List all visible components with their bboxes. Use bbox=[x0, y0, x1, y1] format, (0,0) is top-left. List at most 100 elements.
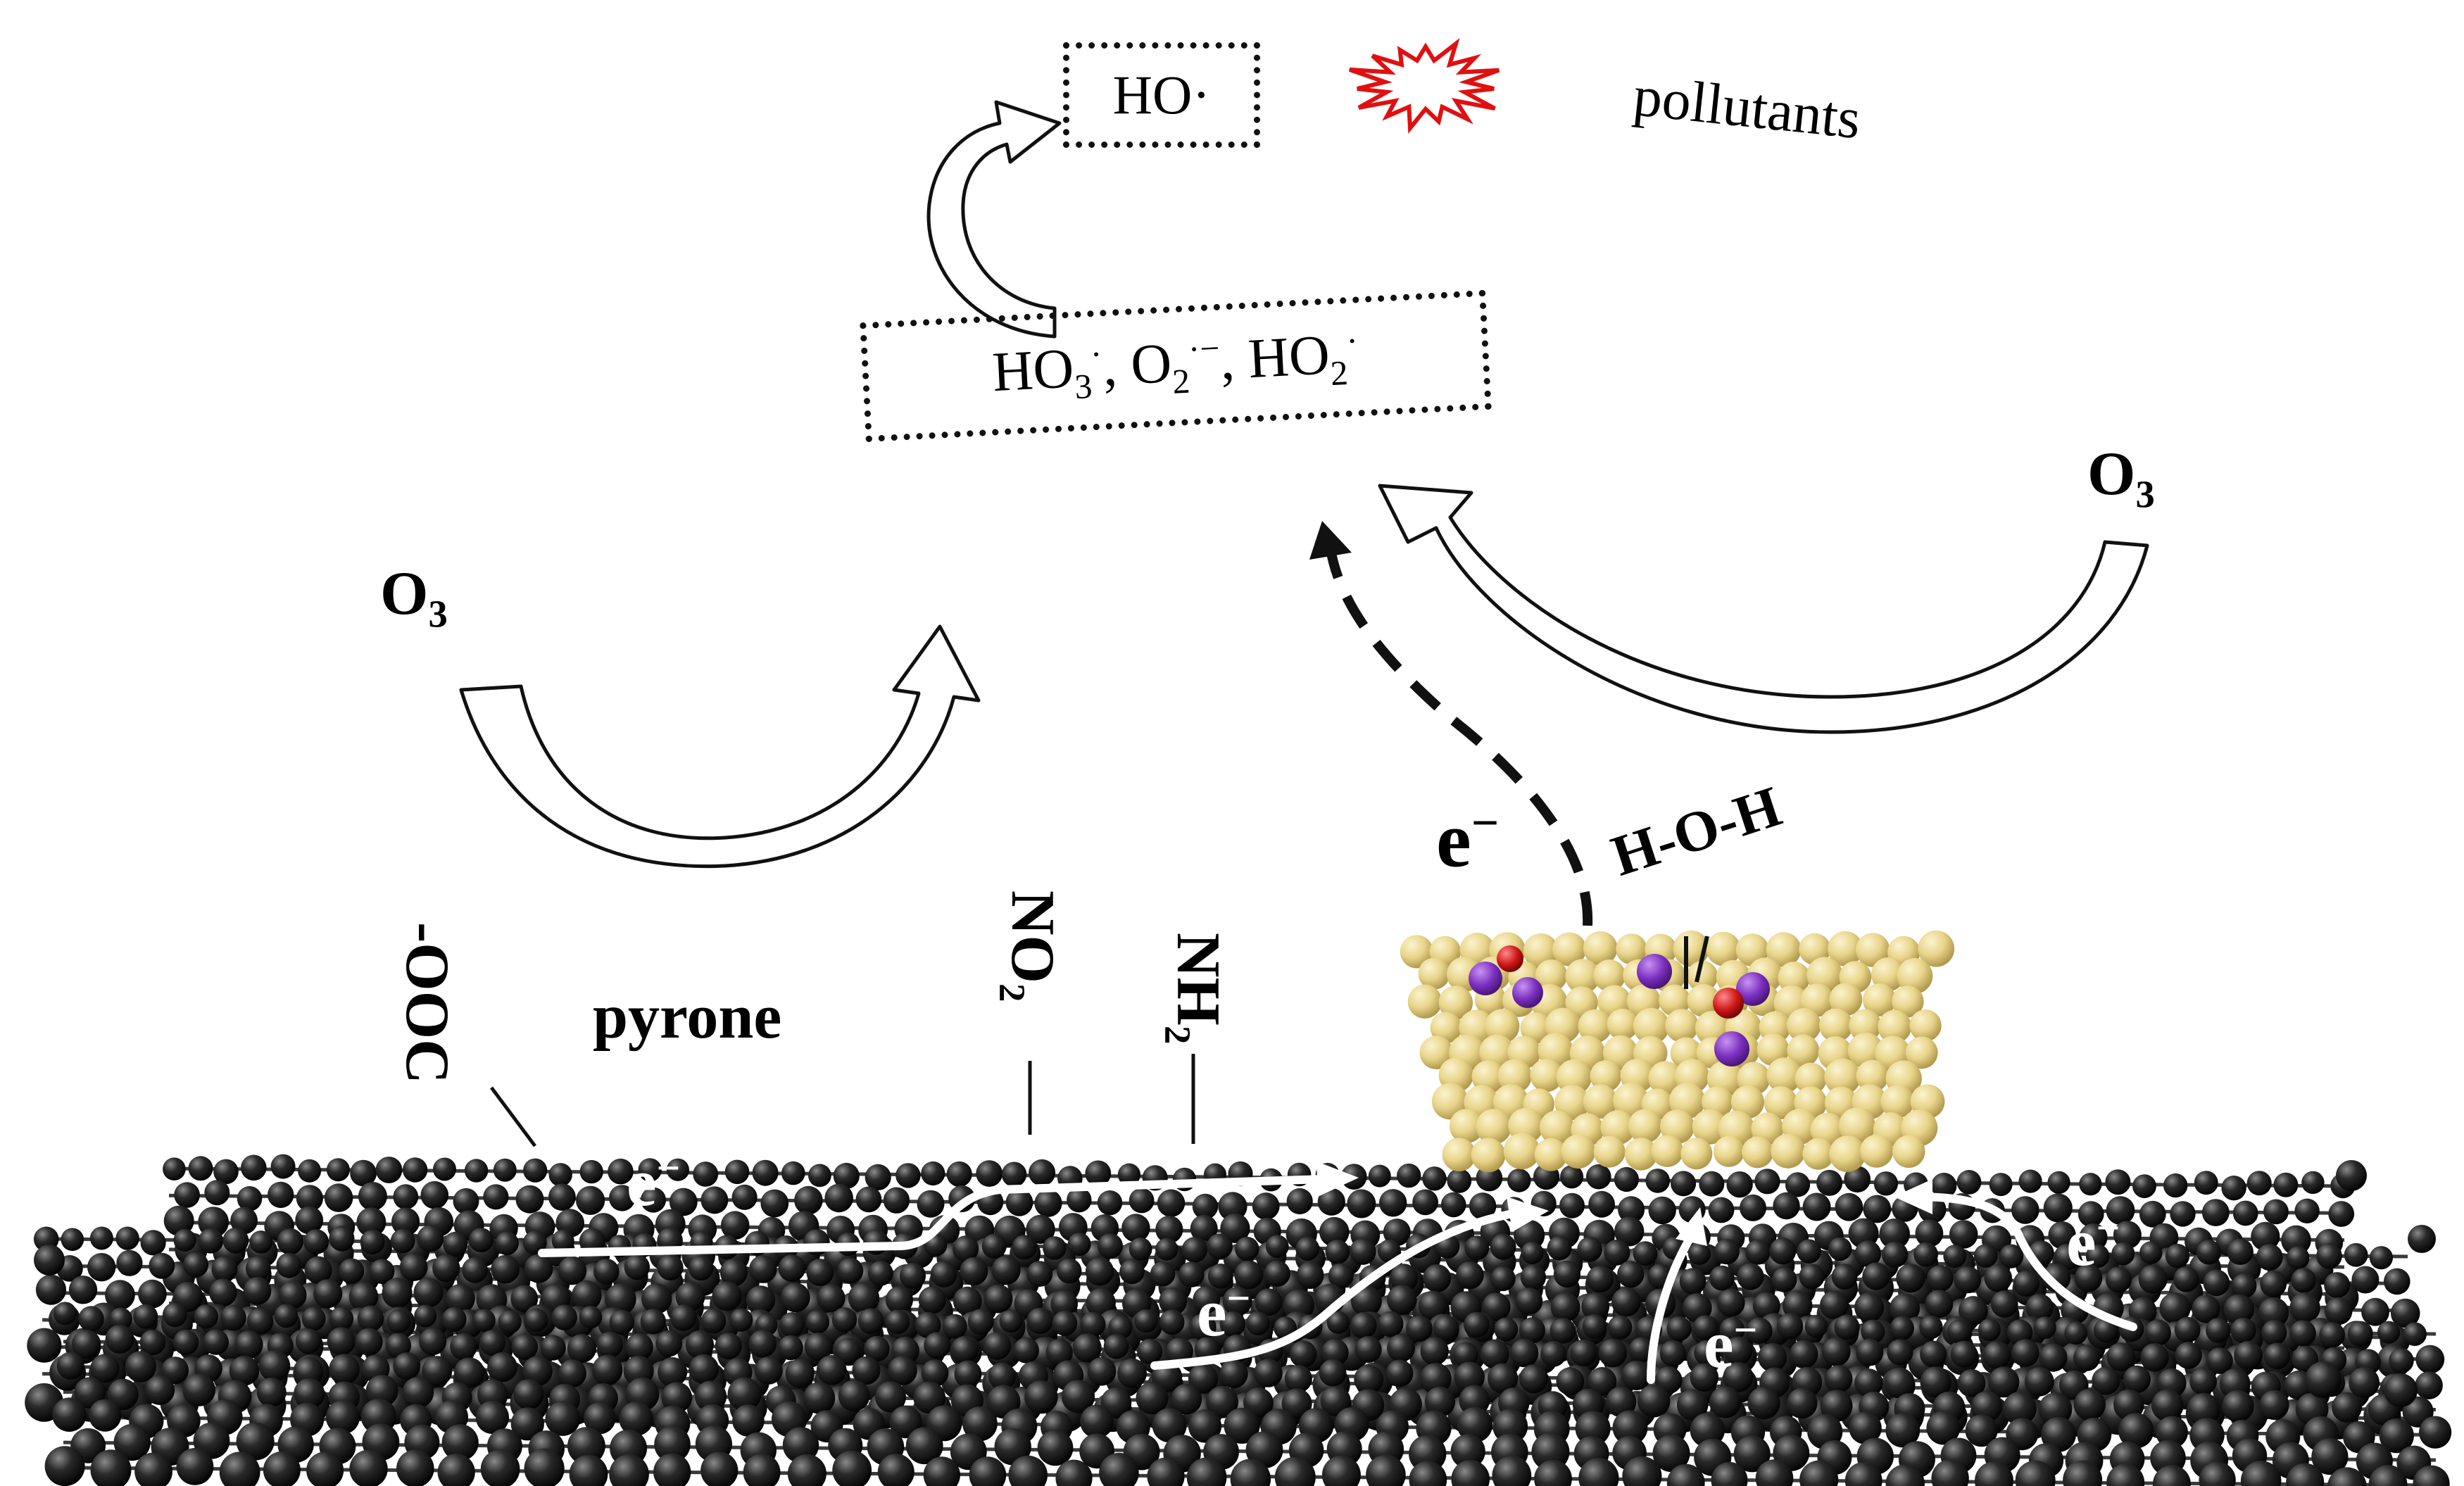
atom bbox=[832, 1450, 872, 1486]
atom bbox=[609, 1454, 649, 1486]
atom bbox=[1274, 1456, 1316, 1486]
atom bbox=[1824, 1058, 1861, 1095]
atom bbox=[1387, 1285, 1417, 1315]
atom bbox=[1385, 1359, 1414, 1387]
atom bbox=[579, 1159, 603, 1184]
atom bbox=[2199, 1461, 2236, 1486]
atom bbox=[90, 1354, 120, 1383]
atom bbox=[450, 1333, 477, 1361]
atom bbox=[2033, 1316, 2056, 1340]
atom bbox=[1860, 1134, 1894, 1168]
atom bbox=[1671, 1171, 1697, 1197]
atom bbox=[1284, 1365, 1312, 1393]
atom bbox=[1512, 977, 1543, 1008]
atom bbox=[2347, 1321, 2373, 1347]
atom bbox=[1188, 1409, 1222, 1443]
atom bbox=[1862, 1262, 1890, 1290]
atom bbox=[1119, 1259, 1145, 1285]
intermediate-species-label: HO3·, O2·−, HO2· bbox=[991, 321, 1360, 412]
atom bbox=[2105, 1266, 2132, 1293]
atom bbox=[778, 1254, 806, 1282]
electron-letter: e bbox=[627, 1145, 657, 1220]
atom bbox=[241, 1154, 267, 1181]
ozone-left-subscript: 3 bbox=[428, 592, 448, 636]
atom bbox=[1849, 1411, 1882, 1444]
atom bbox=[2140, 1343, 2169, 1372]
atom bbox=[294, 1356, 324, 1387]
atom bbox=[1494, 1317, 1519, 1342]
atom bbox=[1709, 1386, 1742, 1418]
atom bbox=[1878, 1009, 1911, 1044]
atom bbox=[2419, 1416, 2452, 1449]
atom bbox=[1844, 1462, 1882, 1486]
atom bbox=[270, 1154, 296, 1179]
atom bbox=[468, 1228, 494, 1253]
atom bbox=[1350, 1311, 1377, 1339]
atom bbox=[983, 1284, 1013, 1314]
radical-arrow bbox=[926, 100, 1062, 339]
atom bbox=[1482, 1292, 1511, 1321]
atom bbox=[1368, 1164, 1391, 1188]
atom bbox=[1067, 1233, 1091, 1257]
atom bbox=[1766, 932, 1802, 967]
atom bbox=[522, 1230, 547, 1255]
atom bbox=[2048, 1221, 2076, 1249]
atom bbox=[1984, 1264, 2013, 1292]
atom bbox=[1254, 1359, 1283, 1387]
atom bbox=[1799, 1264, 1825, 1290]
atom bbox=[1419, 1035, 1454, 1069]
atom bbox=[1521, 1241, 1544, 1264]
atom bbox=[994, 1428, 1031, 1466]
atom bbox=[1295, 1237, 1320, 1261]
atom bbox=[1950, 1340, 1978, 1368]
atom bbox=[263, 1451, 301, 1486]
atom bbox=[1756, 1033, 1790, 1066]
atom bbox=[140, 1230, 166, 1256]
atom bbox=[1397, 1163, 1421, 1188]
atom bbox=[1854, 1240, 1882, 1267]
atom bbox=[548, 1183, 576, 1211]
atom bbox=[2139, 1241, 2163, 1264]
atom bbox=[1451, 1460, 1490, 1486]
dashed-arrow-head bbox=[1309, 521, 1352, 560]
atom bbox=[2064, 1321, 2088, 1345]
atom bbox=[1157, 1189, 1186, 1217]
atom bbox=[1265, 1235, 1289, 1258]
atom bbox=[1578, 1458, 1619, 1486]
atom bbox=[256, 1378, 287, 1407]
atom bbox=[1136, 1382, 1169, 1415]
atom bbox=[2384, 1373, 2418, 1407]
atom bbox=[2286, 1246, 2310, 1270]
atom bbox=[246, 1308, 274, 1335]
atom bbox=[1730, 1085, 1764, 1119]
ozone-right-arrow bbox=[1378, 484, 2149, 734]
atom bbox=[1766, 1057, 1802, 1093]
atom bbox=[1604, 1239, 1630, 1266]
atom bbox=[1782, 1290, 1813, 1321]
atom bbox=[1861, 1319, 1885, 1344]
atom bbox=[548, 1163, 572, 1187]
atom bbox=[917, 1190, 945, 1218]
atom bbox=[1802, 1138, 1835, 1170]
atom bbox=[78, 1306, 104, 1332]
atom bbox=[1975, 1461, 2013, 1486]
atom bbox=[417, 1225, 444, 1252]
atom bbox=[1418, 1290, 1448, 1321]
atom bbox=[1418, 957, 1450, 990]
atom bbox=[567, 1427, 605, 1465]
atom bbox=[385, 1333, 412, 1359]
atom bbox=[1159, 1309, 1185, 1335]
atom bbox=[899, 1262, 926, 1289]
atom bbox=[991, 1255, 1021, 1285]
atom bbox=[824, 1183, 853, 1213]
atom bbox=[1103, 1334, 1129, 1359]
atom bbox=[2263, 1199, 2289, 1225]
atom bbox=[1849, 1009, 1882, 1042]
atom bbox=[1171, 1383, 1202, 1415]
atom bbox=[1286, 1188, 1313, 1215]
electron-label-particle: e− bbox=[1436, 799, 1499, 880]
atom bbox=[1771, 1133, 1806, 1169]
atom bbox=[2389, 1348, 2414, 1373]
atom bbox=[1326, 1311, 1350, 1334]
atom bbox=[1821, 1337, 1851, 1366]
